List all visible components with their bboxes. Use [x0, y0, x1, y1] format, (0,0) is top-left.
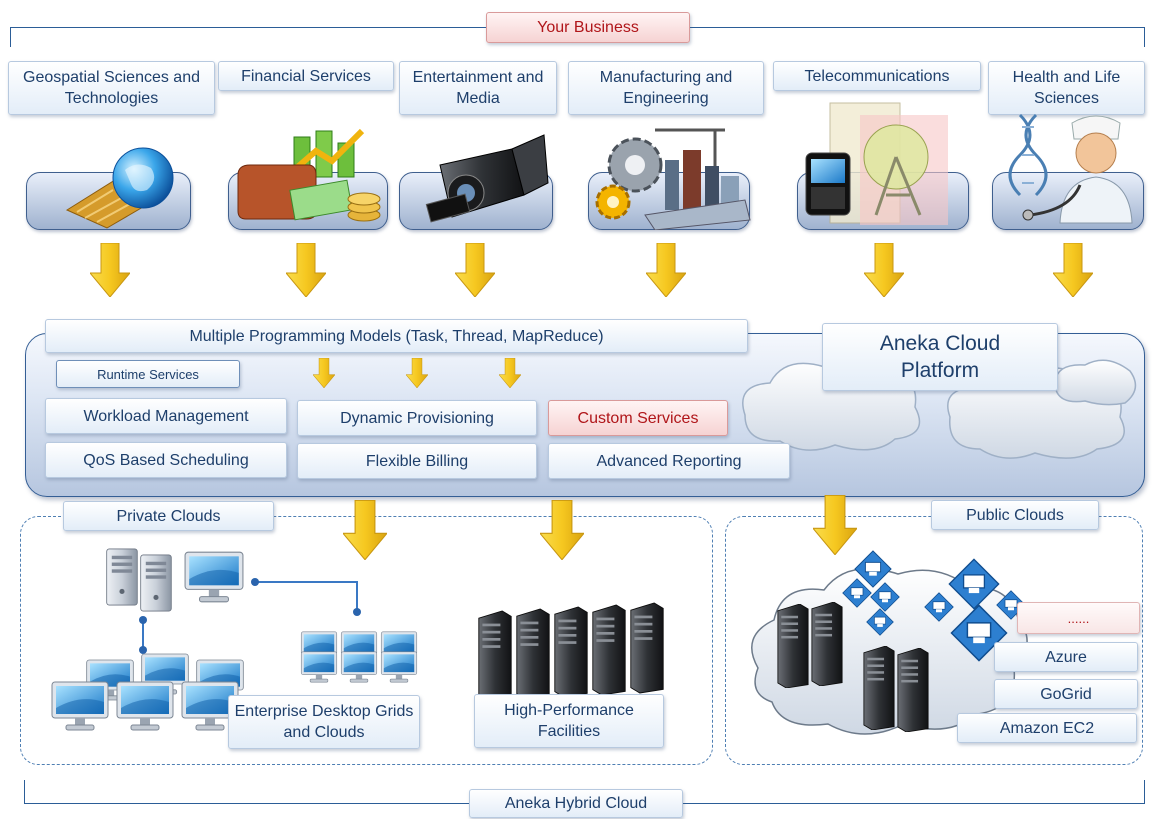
factory-gears-icon [595, 128, 751, 230]
doctor-dna-icon [1008, 113, 1133, 224]
public-clouds-label: Public Clouds [931, 500, 1099, 530]
phone-tower-icon [805, 102, 948, 225]
gogrid-label: GoGrid [994, 679, 1138, 709]
qos-scheduling-service: QoS Based Scheduling [45, 442, 287, 478]
arrow-health [1053, 243, 1093, 297]
programming-models-label: Multiple Programming Models (Task, Threa… [45, 319, 748, 353]
arrow-manufacturing [646, 243, 686, 297]
money-icon [237, 128, 381, 222]
arrow-model-2 [406, 358, 428, 388]
flexible-billing-service: Flexible Billing [297, 443, 537, 479]
arrow-private-2 [540, 500, 584, 560]
globe-map-icon [65, 147, 174, 229]
your-business-label: Your Business [486, 12, 690, 43]
dynamic-provisioning-service: Dynamic Provisioning [297, 400, 537, 436]
more-providers-label: ...... [1017, 602, 1140, 634]
custom-services-service: Custom Services [548, 400, 728, 436]
industry-label-health: Health and Life Sciences [988, 61, 1145, 115]
industry-label-geospatial: Geospatial Sciences and Technologies [8, 61, 215, 115]
arrow-financial [286, 243, 326, 297]
camcorder-icon [425, 134, 549, 223]
arrow-public [813, 495, 857, 555]
arrow-telecom [864, 243, 904, 297]
hpc-servers-icon [478, 602, 664, 702]
advanced-reporting-service: Advanced Reporting [548, 443, 790, 479]
desktop-grid-icon [51, 548, 418, 731]
high-performance-label: High-Performance Facilities [474, 694, 664, 748]
runtime-services-label: Runtime Services [56, 360, 240, 388]
industry-label-financial: Financial Services [218, 61, 394, 91]
aneka-hybrid-cloud-label: Aneka Hybrid Cloud [469, 789, 683, 818]
private-clouds-label: Private Clouds [63, 501, 274, 531]
azure-label: Azure [994, 642, 1138, 672]
workload-management-service: Workload Management [45, 398, 287, 434]
enterprise-desktop-label: Enterprise Desktop Grids and Clouds [228, 695, 420, 749]
arrow-geospatial [90, 243, 130, 297]
aneka-cloud-platform-title: Aneka Cloud Platform [822, 323, 1058, 391]
amazon-ec2-label: Amazon EC2 [957, 713, 1137, 743]
industry-label-manufacturing: Manufacturing and Engineering [568, 61, 764, 115]
arrow-model-1 [313, 358, 335, 388]
industry-label-entertainment: Entertainment and Media [399, 61, 557, 115]
arrow-model-3 [499, 358, 521, 388]
industry-label-telecom: Telecommunications [773, 61, 981, 91]
arrow-entertainment [455, 243, 495, 297]
